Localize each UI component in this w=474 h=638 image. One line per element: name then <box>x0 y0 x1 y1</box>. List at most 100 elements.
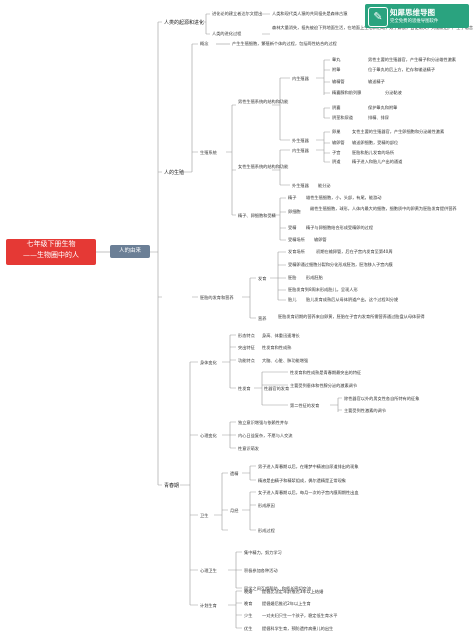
root-topic-line2: ——生物圈中的人 <box>23 251 79 259</box>
origin-detail: 人类和现代类人猿的共同祖先是森林古猿 <box>272 10 348 17</box>
psych-item: 集中精力，努力学习 <box>244 549 282 556</box>
body-item[interactable]: 突出特征 <box>238 344 256 351</box>
growth-detail: 初期在输卵管，后在子宫内发育至第40周 <box>316 248 393 255</box>
fertilization-item[interactable]: 精子 <box>288 194 296 201</box>
fertilization-item[interactable]: 受精场所 <box>288 236 305 243</box>
hygiene-group-label[interactable]: 遗精 <box>230 470 238 477</box>
body-change-label[interactable]: 身体变化 <box>200 359 218 366</box>
plan-detail: 一对夫妇只生一个孩子，稳定低生育水平 <box>262 612 337 619</box>
male-function: 保护睾丸和附睾 <box>368 104 397 111</box>
hygiene-item[interactable]: 形成过程 <box>258 527 276 534</box>
male-organ[interactable]: 附睾 <box>332 66 340 73</box>
female-function: 精子进入和胎儿产出的通道 <box>352 158 403 165</box>
hygiene-item: 男子进入青春期以后，在睡梦中精液自尿道排出的现象 <box>258 463 359 470</box>
sex-item: 主要受到垂体和性腺分泌的激素调节 <box>290 382 357 389</box>
growth-detail: 胚胎发育到8周末形成胎儿，呈现人形 <box>288 286 358 293</box>
mind-change-label[interactable]: 心理变化 <box>200 432 218 439</box>
fertilization-detail: 精子与卵细胞结合形成受精卵的过程 <box>306 224 374 231</box>
mind-item: 独立意识增强与依赖性并存 <box>238 419 288 426</box>
hygiene-item[interactable]: 形成原因 <box>258 502 275 509</box>
main-topic[interactable]: 人的由来 <box>110 245 150 258</box>
female-system-label[interactable]: 女性生殖系统的结构和功能 <box>238 163 289 170</box>
body-detail: 身高、体重迅速增长 <box>262 332 301 339</box>
plan-item[interactable]: 晚育 <box>244 600 252 607</box>
plan-item[interactable]: 少生 <box>244 612 252 618</box>
female-organ[interactable]: 阴道 <box>332 158 341 165</box>
male-external-label[interactable]: 外生殖器 <box>292 137 310 144</box>
female-function: 输送卵细胞，受精的部位 <box>352 139 398 146</box>
family-planning-label[interactable]: 计划生育 <box>200 602 217 609</box>
female-external-label[interactable]: 外生殖器 <box>292 182 310 189</box>
branch-reproduction-label[interactable]: 人的生殖 <box>164 169 184 176</box>
female-function: 女性主要的生殖器官，产生卵细胞和分泌雌性激素 <box>352 128 444 135</box>
fertilization-detail: 雄性生殖细胞，小，头部，有尾，能游动 <box>306 194 381 201</box>
hygiene-group-label[interactable]: 月经 <box>230 507 239 514</box>
male-function: 位于睾丸的后上方，贮存和输送精子 <box>368 66 435 73</box>
psych-item: 同学之间互相帮助，和师长密切交流 <box>244 585 312 592</box>
body-detail: 性发育和性成熟 <box>262 344 292 351</box>
male-organ[interactable]: 阴囊 <box>332 104 340 111</box>
growth-item[interactable]: 胎儿 <box>288 296 297 303</box>
hygiene-item: 女子进入青春期以后，每月一次的子宫内膜周期性出血 <box>258 489 359 496</box>
system-label[interactable]: 生殖系统 <box>200 149 217 156</box>
fertilization-detail: 输卵管 <box>314 236 327 243</box>
plan-item[interactable]: 优生 <box>244 625 252 632</box>
male-internal-label[interactable]: 内生殖器 <box>292 75 310 82</box>
root-topic-line1: 七年级下册生物 <box>26 240 76 248</box>
hygiene-item: 精液是由精子和精浆组成，偶尔遗精是正常现象 <box>258 477 346 484</box>
brand-logo[interactable]: ✎ 知犀思维导图 完全免费的思维导图软件 <box>365 4 469 28</box>
body-item[interactable]: 功能特点 <box>238 357 255 364</box>
male-organ[interactable]: 精囊腺和前列腺 <box>332 89 362 96</box>
hygiene-label[interactable]: 卫生 <box>200 512 208 518</box>
plan-item[interactable]: 晚婚 <box>244 588 253 595</box>
fertilization-label[interactable]: 精子、卵细胞和受精 <box>238 212 276 219</box>
brand-name: 知犀思维导图 <box>390 8 435 17</box>
female-organ[interactable]: 卵巢 <box>332 128 341 135</box>
male-organ[interactable]: 输精管 <box>332 78 345 85</box>
second-trait-detail: 主要受到性激素的调节 <box>344 407 386 414</box>
development-label[interactable]: 胚胎的发育和营养 <box>200 294 234 301</box>
growth-label[interactable]: 发育 <box>258 275 266 282</box>
nutrition-label[interactable]: 营养 <box>258 315 267 322</box>
body-item[interactable]: 性发育 <box>238 385 251 392</box>
male-organ[interactable]: 阴茎和尿道 <box>332 114 354 121</box>
male-organ[interactable]: 睾丸 <box>332 56 341 63</box>
plan-detail: 提倡比法定年龄推迟3年以上结婚 <box>262 588 324 595</box>
second-trait-label[interactable]: 第二性征的发育 <box>290 402 319 409</box>
growth-detail: 胎儿发育成熟后从母体阴道产出，这个过程叫分娩 <box>306 296 399 303</box>
mind-item: 内心日益复杂，不愿与人交流 <box>238 432 293 439</box>
female-organ[interactable]: 子宫 <box>332 149 340 156</box>
rhino-logo-icon: ✎ <box>368 7 388 27</box>
male-function: 男性主要的生殖器官，产生精子和分泌雄性激素 <box>368 56 456 63</box>
mind-item: 性意识萌发 <box>238 445 260 452</box>
body-item[interactable]: 形态特点 <box>238 332 255 339</box>
brand-tagline: 完全免费的思维导图软件 <box>390 19 439 24</box>
origin-item[interactable]: 进化论的建立者达尔文提出 <box>212 10 262 17</box>
sex-organ-label[interactable]: 性器官的发育 <box>264 385 289 392</box>
branch-puberty-label[interactable]: 青春期 <box>164 482 179 489</box>
body-detail: 大脑、心脏、肺功能增强 <box>262 357 309 364</box>
growth-item[interactable]: 发育场所 <box>288 248 305 255</box>
female-organ[interactable]: 输卵管 <box>332 139 345 146</box>
psych-hygiene-label[interactable]: 心理卫生 <box>200 567 217 573</box>
plan-detail: 提倡婚后推迟2年以上生育 <box>262 600 311 607</box>
male-function: 分泌黏液 <box>385 89 403 96</box>
concept-label[interactable]: 概念 <box>200 40 209 47</box>
origin-item[interactable]: 人类的进化过程 <box>212 30 242 37</box>
female-function: 胚胎和胎儿发育的场所 <box>352 149 394 156</box>
fertilization-item[interactable]: 受精 <box>288 224 296 231</box>
root-topic[interactable] <box>6 239 96 265</box>
fertilization-item[interactable]: 卵细胞 <box>288 208 301 215</box>
growth-item[interactable]: 胚胎 <box>288 274 297 281</box>
nutrition-text: 胚胎发育初期的营养来自卵黄，胚胎在子宫内发育所需营养通过胎盘从母体获得 <box>278 313 425 320</box>
branch-origin-label[interactable]: 人类的起源和进化 <box>164 19 204 26</box>
male-system-label[interactable]: 男性生殖系统的结构和功能 <box>238 98 289 105</box>
male-function: 输送精子 <box>368 78 385 85</box>
growth-detail: 受精卵通过细胞分裂和分化形成胚泡，胚泡移入子宫内膜 <box>288 261 393 268</box>
female-function: 能分泌 <box>318 182 331 189</box>
fertilization-detail: 雌性生殖细胞，球形，人体内最大的细胞，细胞质中的卵黄为胚胎发育提供营养 <box>310 205 457 212</box>
female-internal-label[interactable]: 内生殖器 <box>292 147 310 154</box>
plan-detail: 提倡科学生育，预防遗传病患儿的出生 <box>262 625 333 632</box>
growth-detail: 形成胚胎 <box>306 274 324 281</box>
